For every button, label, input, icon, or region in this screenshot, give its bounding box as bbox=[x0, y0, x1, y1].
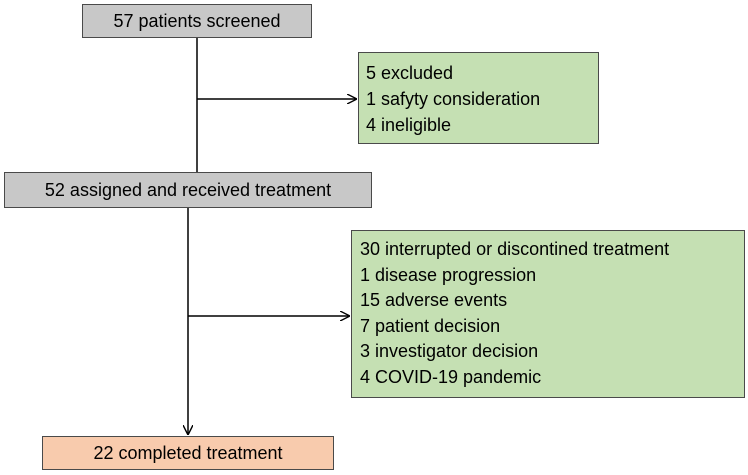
interrupted-box: 30 interrupted or discontined treatment … bbox=[351, 230, 745, 398]
excluded-line: 1 safyty consideration bbox=[366, 89, 541, 109]
assigned-text: 52 assigned and received treatment bbox=[44, 179, 332, 200]
completed-box: 22 completed treatment bbox=[42, 436, 334, 470]
excluded-line: 4 ineligible bbox=[366, 115, 452, 135]
completed-text: 22 completed treatment bbox=[93, 442, 283, 463]
assigned-box: 52 assigned and received treatment bbox=[4, 172, 372, 208]
interrupted-line: 3 investigator decision bbox=[360, 341, 539, 361]
interrupted-line: 30 interrupted or discontined treatment bbox=[360, 239, 670, 259]
interrupted-line: 4 COVID-19 pandemic bbox=[360, 366, 542, 387]
interrupted-line: 15 adverse events bbox=[360, 290, 508, 310]
excluded-line: 5 excluded bbox=[366, 63, 454, 83]
excluded-box: 5 excluded 1 safyty consideration 4 inel… bbox=[358, 52, 599, 144]
interrupted-line: 1 disease progression bbox=[360, 264, 537, 285]
screened-box: 57 patients screened bbox=[82, 4, 312, 38]
interrupted-line: 7 patient decision bbox=[360, 315, 501, 336]
screened-text: 57 patients screened bbox=[113, 10, 281, 31]
